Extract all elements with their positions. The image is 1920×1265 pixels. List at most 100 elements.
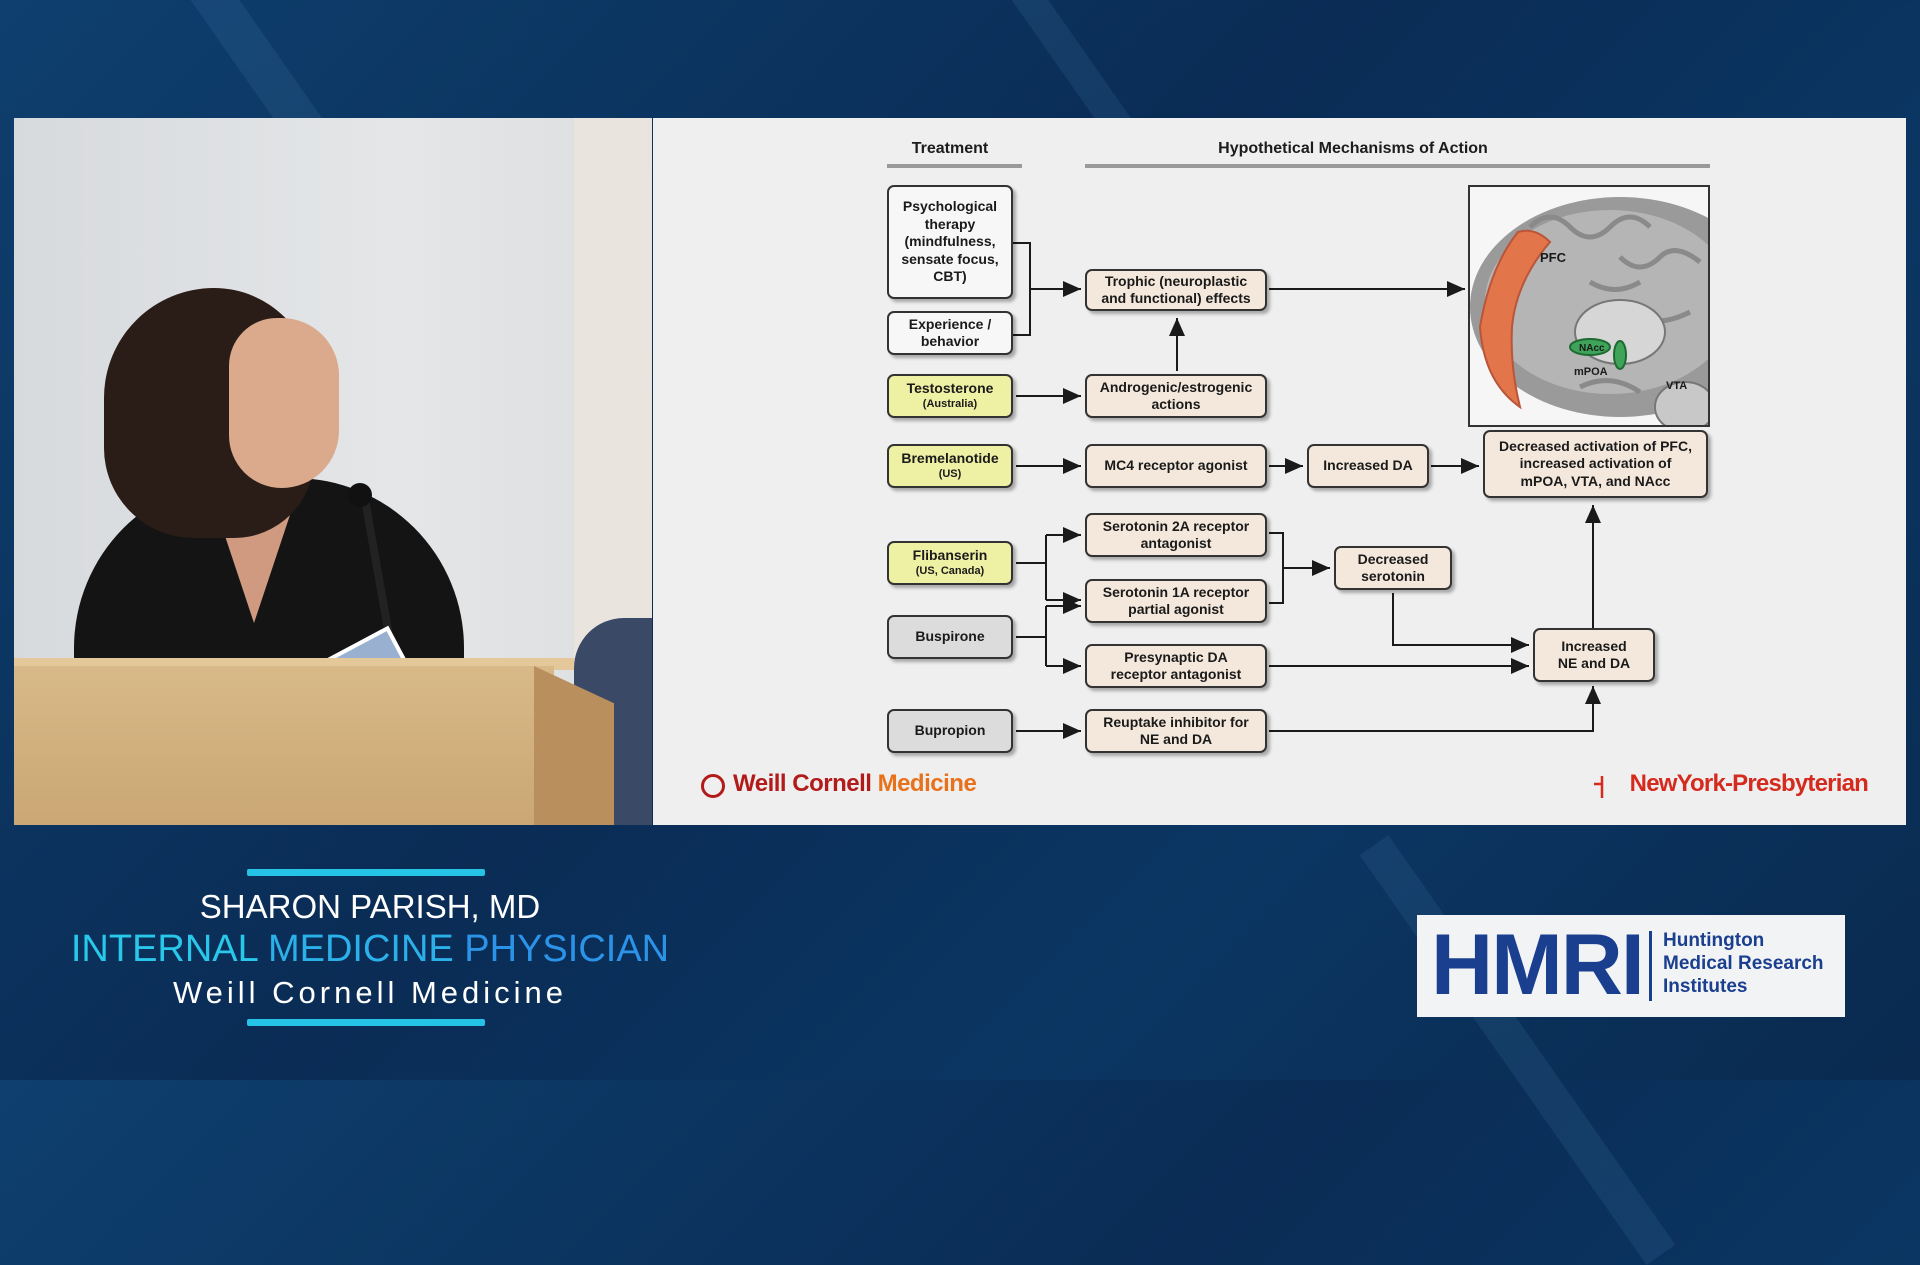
box-serotonin-1a: Serotonin 1A receptor partial agonist (1085, 579, 1267, 623)
header-underline-mechanisms (1085, 164, 1710, 168)
presynaptic-line-1: Presynaptic DA (1124, 648, 1228, 665)
box-serotonin-2a: Serotonin 2A receptor antagonist (1085, 513, 1267, 557)
bracket-serotonin (1269, 532, 1284, 604)
trophic-line-2: and functional) effects (1101, 290, 1251, 306)
box-presynaptic-da: Presynaptic DA receptor antagonist (1085, 644, 1267, 688)
speaker-name: SHARON PARISH, MD (199, 888, 541, 925)
title-part-medicine: MEDICINE (267, 928, 465, 970)
psych-line-1: Psychological (902, 198, 998, 215)
psych-line-4: sensate focus, (901, 250, 999, 267)
ne-da-line-1: Increased (1561, 637, 1627, 654)
increased-da-label: Increased DA (1323, 457, 1413, 474)
box-trophic-effects: Trophic (neuroplastic and functional) ef… (1085, 269, 1267, 311)
mpoa-label: mPOA (1574, 366, 1608, 378)
trophic-line-1: Trophic (neuroplastic (1104, 272, 1248, 289)
speaker-face (229, 318, 339, 488)
box-reuptake-inhibitor: Reuptake inhibitor for NE and DA (1085, 709, 1267, 753)
speaker-organization: Weill Cornell Medicine (172, 975, 568, 1010)
ser1a-line-1: Serotonin 1A receptor (1102, 583, 1250, 600)
bremelanotide-label: Bremelanotide (901, 450, 999, 467)
androgenic-line-2: actions (1151, 396, 1201, 412)
arrow-reuptake-ne-da (1269, 686, 1601, 732)
presentation-slide: Treatment Hypothetical Mechanisms of Act… (653, 118, 1906, 825)
ne-da-line-2: NE and DA (1557, 655, 1631, 671)
wcm-logo-part2: Medicine (877, 770, 977, 797)
arrow-serotonin-ne-da (1392, 593, 1529, 653)
psych-line-5: CBT) (933, 268, 967, 285)
hmri-line-1: Huntington (1663, 930, 1765, 951)
box-flibanserin: Flibanserin (US, Canada) (887, 541, 1013, 585)
hmri-fullname: Huntington Medical Research Institutes (1663, 929, 1824, 998)
box-bremelanotide: Bremelanotide (US) (887, 444, 1013, 488)
experience-line-1: Experience / (908, 315, 992, 332)
androgenic-line-1: Androgenic/estrogenic (1099, 378, 1253, 395)
vta-label: VTA (1666, 380, 1687, 392)
hmri-line-3: Institutes (1663, 976, 1748, 997)
ser2a-line-1: Serotonin 2A receptor (1102, 517, 1250, 534)
speaker-title: INTERNAL MEDICINE PHYSICIAN (0, 928, 740, 971)
box-androgenic-actions: Androgenic/estrogenic actions (1085, 374, 1267, 418)
mpoa-region (1613, 340, 1627, 370)
podium (14, 666, 554, 825)
activation-line-1: Decreased activation of PFC, (1499, 437, 1692, 454)
box-increased-da: Increased DA (1307, 444, 1429, 488)
bremelanotide-region: (US) (938, 467, 962, 480)
lower-third-bottom-bar (247, 1019, 485, 1026)
psych-line-2: therapy (924, 215, 976, 232)
header-underline-treatment (887, 164, 1022, 168)
box-experience-behavior: Experience / behavior (887, 311, 1013, 355)
weill-cornell-logo: Weill Cornell Medicine (733, 770, 977, 798)
activation-line-3: mPOA, VTA, and NAcc (1520, 472, 1671, 489)
box-psychological-therapy: Psychological therapy (mindfulness, sens… (887, 185, 1013, 299)
weill-cornell-seal-icon (701, 774, 725, 798)
box-mc4-agonist: MC4 receptor agonist (1085, 444, 1267, 488)
box-testosterone: Testosterone (Australia) (887, 374, 1013, 418)
reuptake-line-2: NE and DA (1139, 731, 1213, 747)
title-part-internal: INTERNAL (70, 928, 268, 970)
testosterone-region: (Australia) (922, 397, 978, 410)
box-buspirone: Buspirone (887, 615, 1013, 659)
testosterone-label: Testosterone (906, 380, 994, 397)
header-treatment: Treatment (911, 140, 989, 157)
ser2a-line-2: antagonist (1140, 535, 1212, 551)
bracket-psych-experience (1013, 242, 1031, 336)
hmri-acronym: HMRI (1431, 917, 1645, 1013)
flibanserin-label: Flibanserin (912, 547, 988, 564)
mc4-label: MC4 receptor agonist (1104, 457, 1248, 474)
ser1a-line-2: partial agonist (1128, 601, 1224, 617)
pfc-region (1478, 229, 1552, 410)
psych-line-3: (mindfulness, (904, 233, 996, 250)
bupropion-label: Bupropion (914, 722, 986, 739)
buspirone-label: Buspirone (915, 628, 985, 645)
title-part-physician: PHYSICIAN (464, 928, 670, 970)
nyp-mark-icon (1594, 776, 1604, 798)
header-mechanisms: Hypothetical Mechanisms of Action (1218, 140, 1488, 157)
microphone-icon (348, 483, 372, 507)
presynaptic-line-2: receptor antagonist (1110, 666, 1242, 682)
newyork-presbyterian-logo: NewYork-Presbyterian (1629, 770, 1869, 797)
experience-line-2: behavior (920, 333, 980, 349)
decreased-serotonin-line-1: Decreased (1357, 550, 1429, 567)
brain-illustration: PFC NAcc mPOA VTA (1470, 197, 1708, 425)
box-increased-ne-da: Increased NE and DA (1533, 628, 1655, 682)
activation-line-2: increased activation of (1519, 455, 1672, 472)
hmri-line-2: Medical Research (1663, 953, 1824, 974)
speaker-video (14, 118, 652, 825)
box-brain-activation: Decreased activation of PFC, increased a… (1483, 430, 1708, 498)
nacc-region (1569, 338, 1611, 356)
video-door (574, 118, 652, 678)
reuptake-line-1: Reuptake inhibitor for (1103, 713, 1249, 730)
box-bupropion: Bupropion (887, 709, 1013, 753)
lower-third-top-bar (247, 869, 485, 876)
hmri-logo: HMRI Huntington Medical Research Institu… (1417, 915, 1845, 1017)
flibanserin-region: (US, Canada) (915, 564, 985, 577)
nacc-label: NAcc (1579, 343, 1605, 354)
hmri-separator (1649, 931, 1652, 1001)
background-streak (1359, 835, 1676, 1265)
wcm-logo-part1: Weill Cornell (733, 770, 878, 797)
decreased-serotonin-line-2: serotonin (1361, 568, 1425, 584)
brain-diagram: PFC NAcc mPOA VTA (1468, 185, 1710, 427)
box-decreased-serotonin: Decreased serotonin (1334, 546, 1452, 590)
flow-arrows (1013, 242, 1601, 739)
pfc-label: PFC (1540, 250, 1567, 265)
